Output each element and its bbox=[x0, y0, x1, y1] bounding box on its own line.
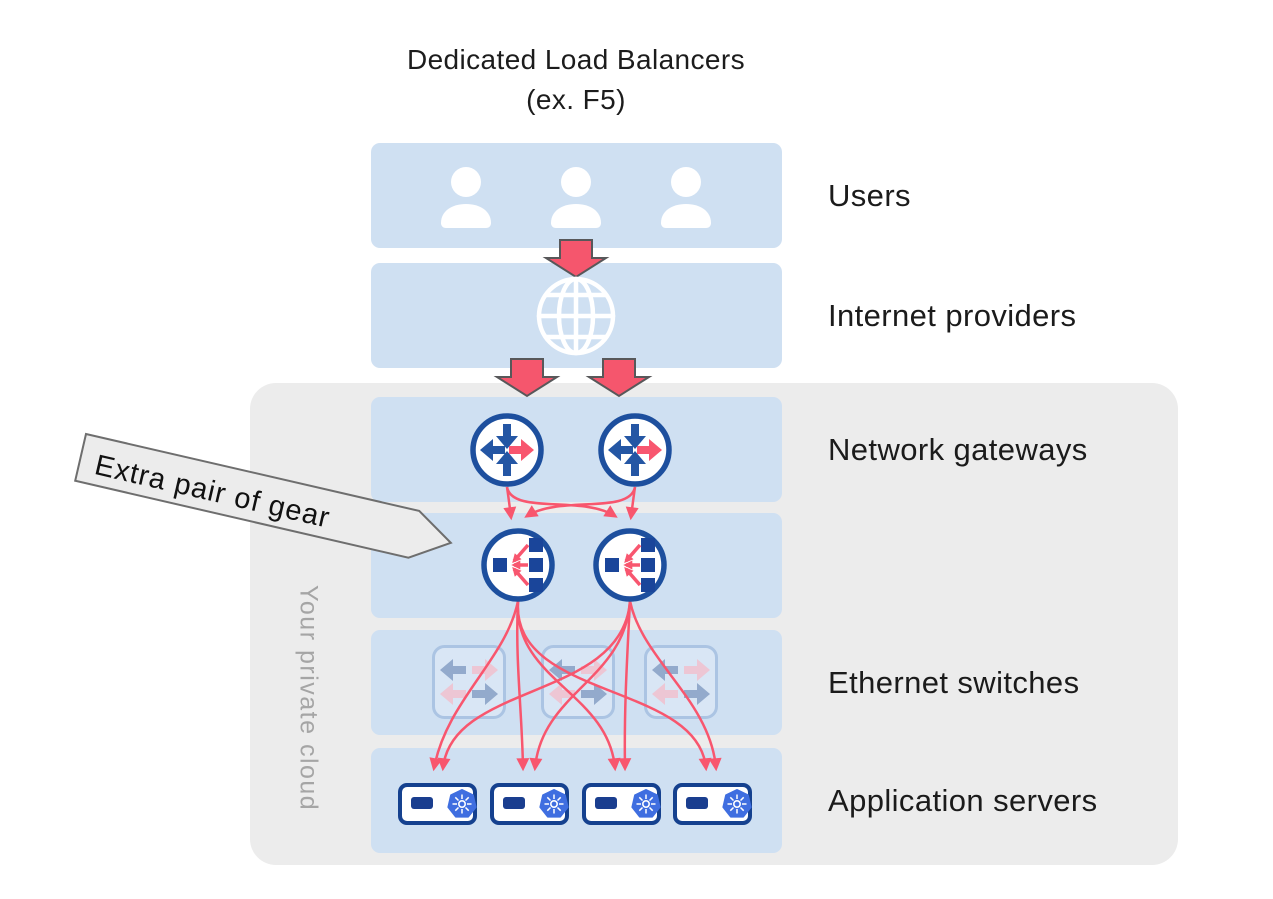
server-led bbox=[686, 797, 708, 809]
server-box bbox=[398, 783, 477, 825]
kubernetes-icon bbox=[539, 789, 569, 818]
user-icon bbox=[551, 167, 601, 228]
server-led bbox=[595, 797, 617, 809]
router-icon bbox=[470, 413, 544, 487]
kubernetes-icon bbox=[631, 789, 661, 818]
ethernet-switch-icon bbox=[432, 645, 506, 719]
server-box bbox=[582, 783, 661, 825]
server-box bbox=[673, 783, 752, 825]
label-ethernet-switches: Ethernet switches bbox=[828, 664, 1080, 700]
label-application-servers: Application servers bbox=[828, 782, 1098, 818]
ethernet-switch-icon bbox=[644, 645, 718, 719]
label-users: Users bbox=[828, 177, 911, 213]
label-network-gateways: Network gateways bbox=[828, 431, 1088, 467]
user-icon bbox=[441, 167, 491, 228]
private-cloud-label: Your private cloud bbox=[294, 584, 323, 812]
row-network-gateways bbox=[371, 397, 782, 502]
server-led bbox=[503, 797, 525, 809]
kubernetes-icon bbox=[447, 789, 477, 818]
ethernet-switch-icon bbox=[541, 645, 615, 719]
router-icon bbox=[598, 413, 672, 487]
server-box bbox=[490, 783, 569, 825]
load-balancer-icon bbox=[481, 528, 555, 602]
page-title: Dedicated Load Balancers (ex. F5) bbox=[276, 40, 876, 120]
kubernetes-icon bbox=[722, 789, 752, 818]
user-icon bbox=[661, 167, 711, 228]
title-line-1: Dedicated Load Balancers bbox=[406, 44, 746, 75]
load-balancer-icon bbox=[593, 528, 667, 602]
title-line-2: (ex. F5) bbox=[526, 84, 626, 115]
globe-icon bbox=[536, 276, 616, 356]
row-load-balancers bbox=[371, 513, 782, 618]
server-led bbox=[411, 797, 433, 809]
label-internet-providers: Internet providers bbox=[828, 297, 1077, 333]
